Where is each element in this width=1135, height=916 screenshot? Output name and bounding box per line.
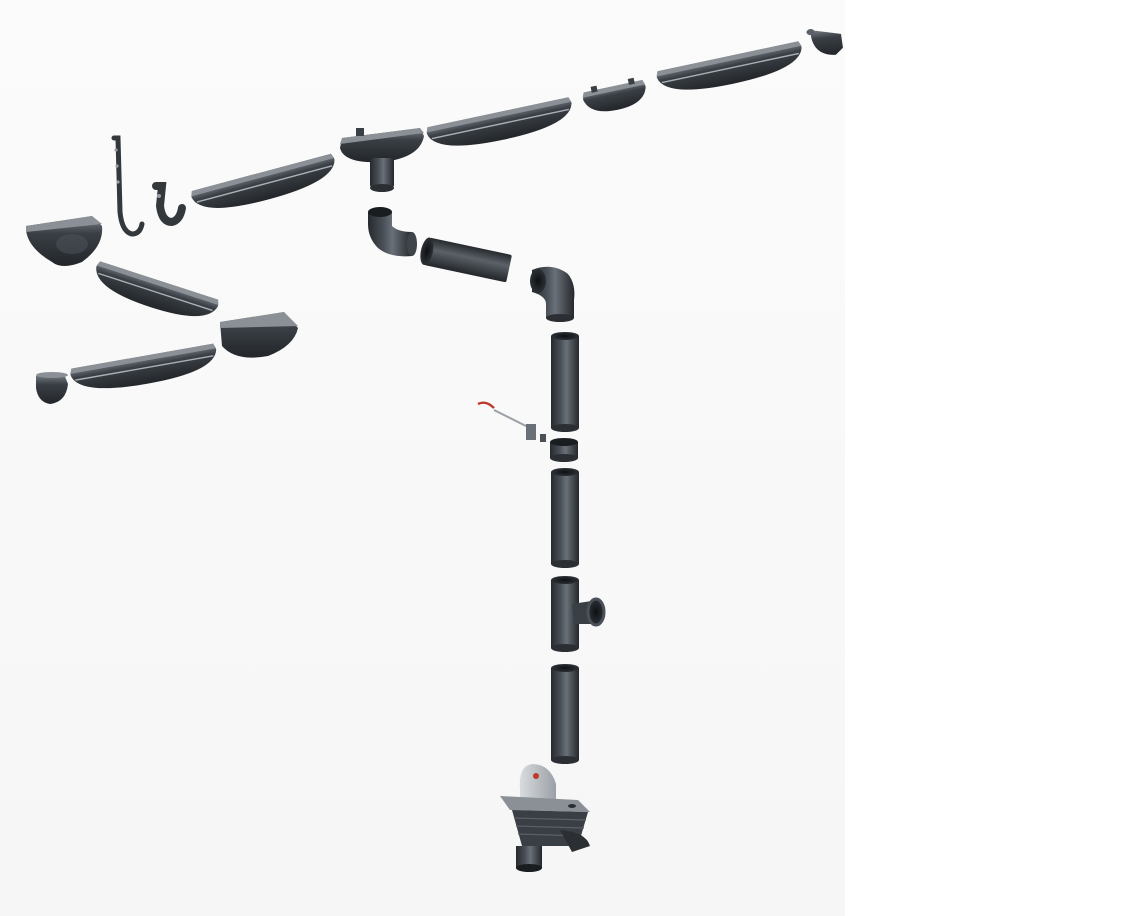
half-round-gutter-icon [656,41,802,90]
gutter-corner-icon [220,312,298,358]
half-round-gutter-icon [191,153,335,208]
branch-tee-icon [551,576,606,652]
gutter-outlet-icon [340,128,424,192]
product-backdrop [0,0,845,916]
downpipe-tube-icon [551,332,579,432]
short-bracket-icon [152,182,186,227]
gutter-corner-icon [26,216,103,266]
downpipe-tube-icon [551,664,579,764]
gutter-end-cap-icon [36,372,68,404]
long-bracket-hook-icon [111,135,145,237]
half-round-gutter-icon [96,261,219,317]
half-round-gutter-icon [70,343,217,389]
half-round-gutter-icon [426,97,572,146]
gutter-connector-icon [582,77,646,112]
downpipe-tube-icon [551,468,579,568]
gutter-end-cap-icon [806,29,843,55]
pipe-clip-icon [477,401,546,442]
rainwater-collector-icon [500,764,590,872]
pipe-coupler-icon [550,438,578,462]
downpipe-elbow-icon [530,266,575,322]
downpipe-elbow-icon [368,207,417,257]
downpipe-tube-icon [420,237,512,283]
